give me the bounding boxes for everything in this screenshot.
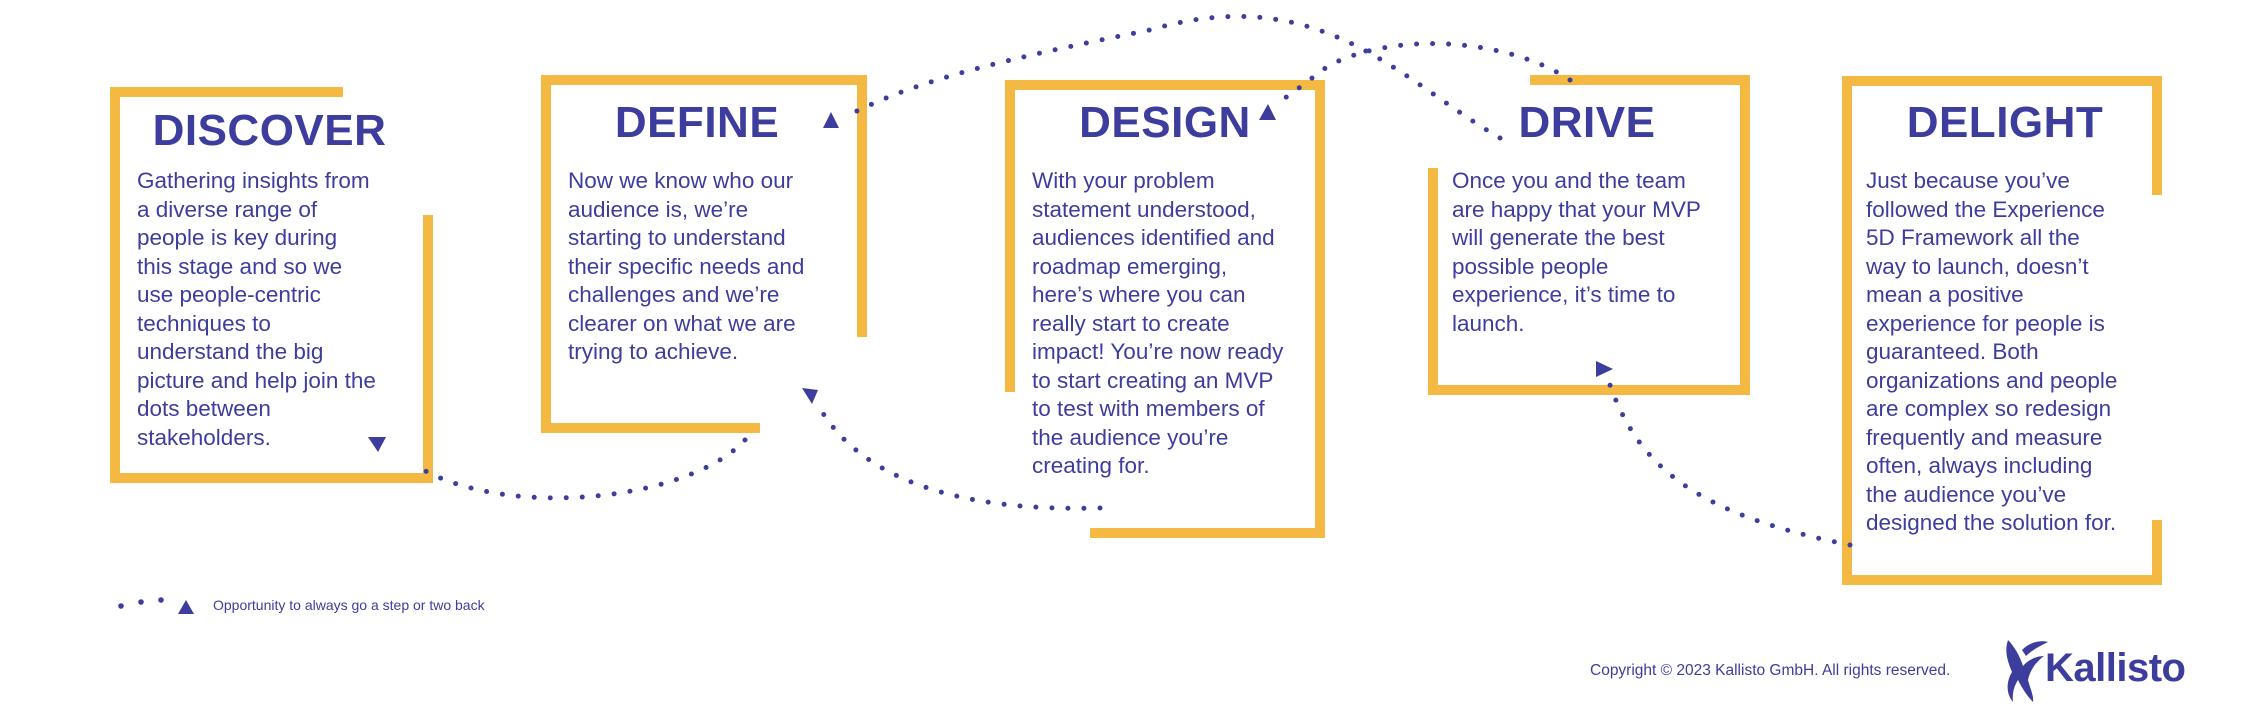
text-line: their specific needs and [568,253,805,279]
delight-frame [1842,76,2162,585]
back-path-define-to-discover [417,437,748,501]
text-line: the audience you’ve [1866,481,2067,507]
text-line: to test with members of [1032,396,1265,421]
text-line: frequently and measure [1866,424,2103,450]
text-line: audiences identified and [1032,225,1275,250]
text-line: guaranteed. Both [1866,339,2039,364]
text-line: dots between [137,396,271,421]
legend-label: Opportunity to always go a step or two b… [213,597,485,613]
text-line: techniques to [137,310,271,336]
text-line: picture and help join the [137,367,376,393]
arrowhead-discover [368,437,386,452]
text-line: statement understood, [1032,196,1256,222]
stage-description-delight: Just because you’ve followed the Experie… [1866,167,2117,538]
hummingbird-icon [2006,640,2048,702]
text-line: mean a positive [1866,282,2024,307]
text-line: way to launch, doesn’t [1866,253,2089,279]
arrowhead-drive [1596,361,1613,377]
text-line: designed the solution for. [1866,510,2117,535]
arrowhead-design [1259,104,1276,120]
stage-description-drive: Once you and the team are happy that you… [1452,167,1701,338]
text-line: a diverse range of [137,196,318,222]
text-line: starting to understand [568,225,786,250]
text-line: clearer on what we are [568,310,796,336]
stage-title-delight: DELIGHT [1906,98,2104,147]
text-line: Just because you’ve [1866,168,2070,193]
discover-frame [110,87,433,483]
legend-marker [118,597,194,614]
text-line: Now we know who our [568,168,794,193]
text-line: understand the big [137,339,324,364]
text-line: organizations and people [1866,367,2118,393]
text-line: the audience you’re [1032,424,1229,450]
text-line: to start creating an MVP [1032,367,1274,393]
text-line: followed the Experience [1866,196,2105,222]
text-line: experience for people is [1866,310,2105,336]
text-line: people is key during [137,225,338,250]
text-line: launch. [1452,310,1525,336]
stage-title-define: DEFINE [614,98,780,147]
text-line: use people-centric [137,282,321,307]
text-line: challenges and we’re [568,282,780,307]
text-line: audience is, we’re [568,196,749,222]
stage-title-design: DESIGN [1079,98,1251,147]
arrowhead-define-bottom [802,388,818,404]
text-line: possible people [1452,253,1609,279]
text-line: are happy that your MVP [1452,196,1701,222]
text-line: Once you and the team [1452,168,1686,193]
stage-title-drive: DRIVE [1518,98,1656,147]
design-frame [1005,80,1325,538]
back-path-drive-to-define [852,13,1503,141]
text-line: are complex so redesign [1866,396,2112,421]
stage-title-discover: DISCOVER [152,106,387,155]
text-line: experience, it’s time to [1452,282,1676,307]
text-line: stakeholders. [137,424,271,450]
text-line: really start to create [1032,310,1230,336]
back-path-delight-to-drive [1607,382,1853,548]
arrowhead-define-left [823,112,839,128]
text-line: impact! You’re now ready [1032,339,1284,364]
text-line: Gathering insights from [137,168,370,193]
text-line: roadmap emerging, [1032,253,1228,279]
text-line: often, always including [1866,453,2093,478]
define-frame [541,75,867,433]
text-line: here’s where you can [1032,282,1246,307]
stage-description-design: With your problem statement understood, … [1032,167,1283,481]
back-path-delight-to-design [1282,41,1573,101]
drive-frame [1428,75,1750,395]
stage-description-define: Now we know who our audience is, we’re s… [568,167,804,367]
stage-description-discover: Gathering insights from a diverse range … [137,167,376,452]
text-line: With your problem [1032,168,1215,193]
text-line: 5D Framework all the [1866,225,2080,250]
kallisto-logo: Kallisto [2045,646,2186,690]
text-line: this stage and so we [137,253,343,279]
text-line: trying to achieve. [568,339,739,364]
text-line: creating for. [1032,453,1150,478]
text-line: will generate the best [1452,225,1665,250]
copyright-text: Copyright © 2023 Kallisto GmbH. All righ… [1590,662,1951,679]
